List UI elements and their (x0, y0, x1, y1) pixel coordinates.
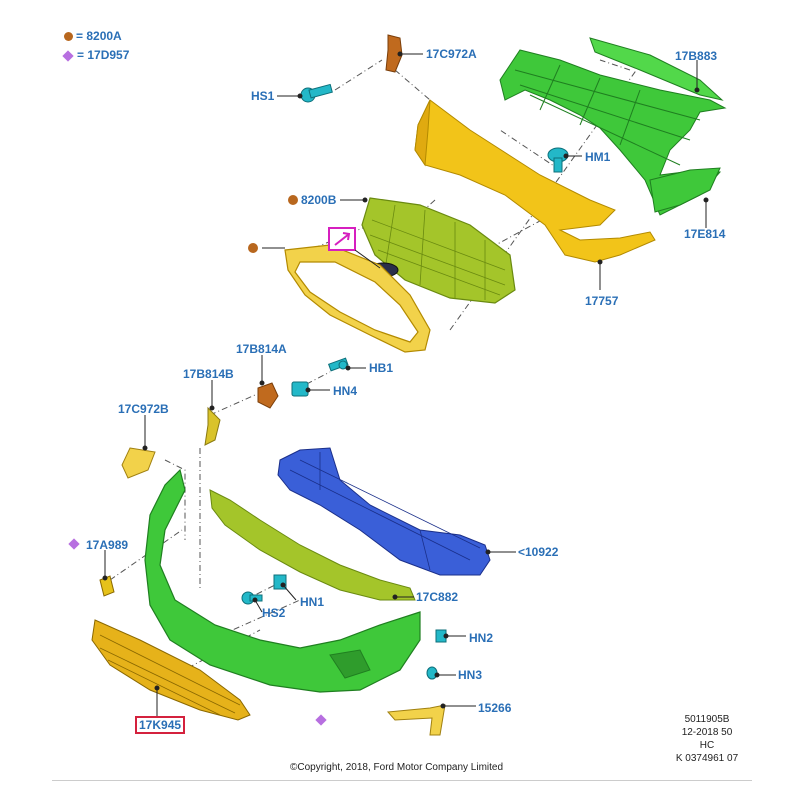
label-17c972b: 17C972B (118, 402, 169, 416)
dot-icon (64, 32, 73, 42)
marker-8200a (248, 243, 258, 253)
label-hm1: HM1 (585, 150, 611, 164)
label-hs1: HS1 (251, 89, 275, 103)
label-17e814: 17E814 (684, 227, 726, 241)
part-bumper-cover (144, 468, 421, 693)
label-17b883: 17B883 (675, 49, 718, 63)
label-hs2: HS2 (262, 606, 286, 620)
label-hn1: HN1 (300, 595, 325, 609)
label-17k945-highlighted: 17K945 (135, 716, 186, 734)
diamond-icon (62, 50, 74, 62)
part-hb1 (327, 357, 349, 372)
label-hb1: HB1 (369, 361, 394, 375)
label-15266: 15266 (478, 701, 512, 715)
label-17c882: 17C882 (416, 590, 459, 604)
part-17e814 (649, 167, 721, 213)
label-17c972a: 17C972A (426, 47, 477, 61)
marker-8200b (288, 195, 298, 205)
part-17c972b (121, 447, 156, 479)
label-10922: <10922 (518, 545, 559, 559)
label-hn2: HN2 (469, 631, 494, 645)
label-17b814b: 17B814B (183, 367, 234, 381)
marker-bumper (315, 714, 327, 726)
part-17k945-grille (91, 619, 251, 721)
part-hs1 (300, 83, 333, 103)
part-17c882 (209, 489, 416, 601)
callout-lines (102, 51, 709, 718)
label-hn3: HN3 (458, 668, 483, 682)
legend-17d957: = 17D957 (62, 48, 129, 62)
part-15266 (386, 704, 446, 736)
part-hm1 (547, 147, 569, 173)
copyright-text: ©Copyright, 2018, Ford Motor Company Lim… (290, 762, 504, 773)
part-10922-beam (277, 447, 491, 576)
ref-line-3: HC (699, 740, 715, 751)
part-hn4 (291, 381, 309, 397)
drawing-reference: 5011905B 12-2018 50 HC K 0374961 07 (660, 713, 754, 765)
ref-line-1: 5011905B (684, 714, 730, 725)
label-8200b: 8200B (301, 193, 337, 207)
legend-8200a: = 8200A (64, 29, 122, 43)
label-17757: 17757 (585, 294, 619, 308)
part-hs2 (241, 591, 263, 605)
part-17b883 (499, 37, 727, 216)
label-17a989: 17A989 (86, 538, 129, 552)
ref-line-4: K 0374961 07 (675, 753, 739, 764)
marker-17a989 (68, 538, 80, 550)
label-17b814a: 17B814A (236, 342, 287, 356)
part-17b814a (257, 382, 279, 409)
label-hn4: HN4 (333, 384, 358, 398)
ref-line-2: 12-2018 50 (681, 727, 733, 738)
part-17b814b (204, 406, 221, 446)
part-17c972a (385, 34, 403, 73)
part-8200b-grille (361, 197, 516, 304)
highlight-emblem-box (328, 227, 381, 269)
bottom-divider (52, 780, 752, 781)
part-17757 (414, 99, 656, 263)
